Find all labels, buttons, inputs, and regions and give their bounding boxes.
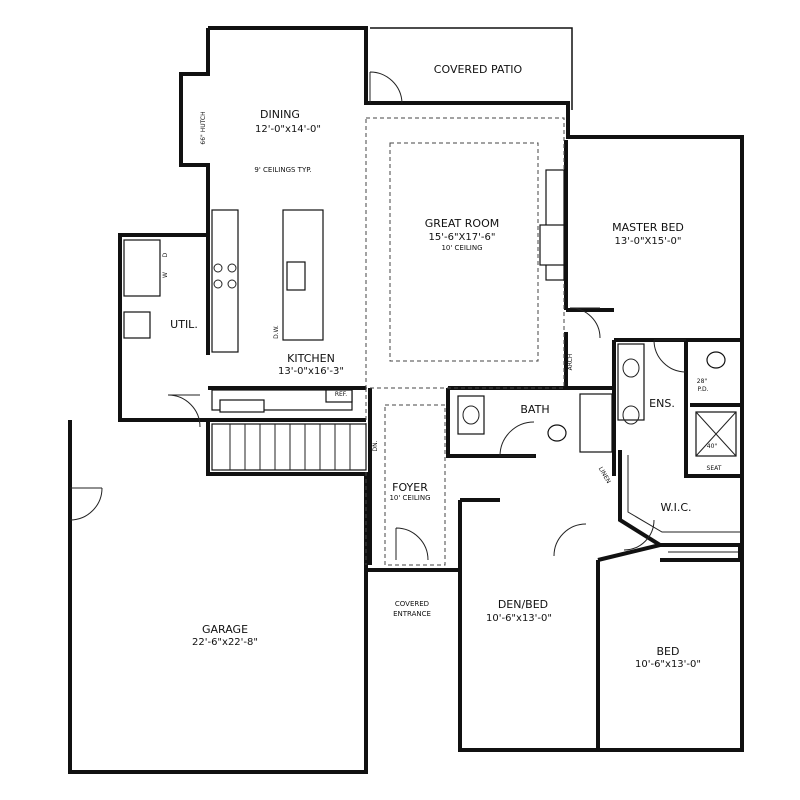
dn-label: DN.	[372, 440, 379, 451]
dining-name: DINING	[260, 108, 300, 121]
covered-patio-name: COVERED PATIO	[434, 63, 523, 76]
wic-name: W.I.C.	[660, 501, 691, 514]
garage-name: GARAGE	[202, 623, 248, 636]
exterior-walls	[68, 26, 744, 774]
great-room-dimension: 15'-6"X17'-6"	[429, 232, 496, 243]
ceilings-note: 9' CEILINGS TYP.	[254, 166, 311, 174]
doors	[69, 71, 687, 561]
seat-label: SEAT	[707, 465, 722, 472]
dw-label: D.W.	[273, 325, 280, 339]
dining-dimension: 12'-0"x14'-0"	[255, 124, 321, 135]
arch-label: ARCH	[567, 354, 574, 371]
den-bed-name: DEN/BED	[498, 598, 548, 611]
master-bed-dimension: 13'-0"X15'-0"	[615, 236, 682, 247]
foyer-ceiling: 10' CEILING	[389, 494, 430, 502]
ens-name: ENS.	[649, 397, 675, 410]
great-room-ceiling: 10' CEILING	[441, 244, 482, 252]
bed-dimension: 10'-6"x13'-0"	[635, 659, 701, 670]
hutch-note: 66" HUTCH	[200, 111, 207, 144]
foyer-name: FOYER	[392, 481, 428, 494]
fixtures	[123, 169, 740, 553]
den-bed-dimension: 10'-6"x13'-0"	[486, 613, 552, 624]
kitchen-name: KITCHEN	[287, 352, 335, 365]
covered-entrance-line1: COVERED	[395, 600, 429, 608]
shower-label: 40"	[707, 443, 718, 450]
pd-label-1: 28"	[697, 378, 708, 385]
covered-entrance-line2: ENTRANCE	[393, 610, 431, 618]
garage-dimension: 22'-6"x22'-8"	[192, 637, 258, 648]
washer-label: W	[162, 272, 169, 278]
util-name: UTIL.	[170, 318, 198, 331]
bed-name: BED	[657, 645, 680, 658]
ref-label: REF.	[335, 391, 347, 398]
dryer-label: D	[162, 252, 169, 257]
pd-label-2: P.D.	[697, 386, 708, 393]
room-labels: DINING 12'-0"x14'-0" 9' CEILINGS TYP. 66…	[162, 63, 722, 670]
master-bed-name: MASTER BED	[612, 221, 684, 234]
kitchen-dimension: 13'-0"x16'-3"	[278, 366, 344, 377]
great-room-name: GREAT ROOM	[425, 217, 499, 230]
bath-name: BATH	[520, 403, 549, 416]
linen-label: LINEN	[597, 466, 612, 485]
